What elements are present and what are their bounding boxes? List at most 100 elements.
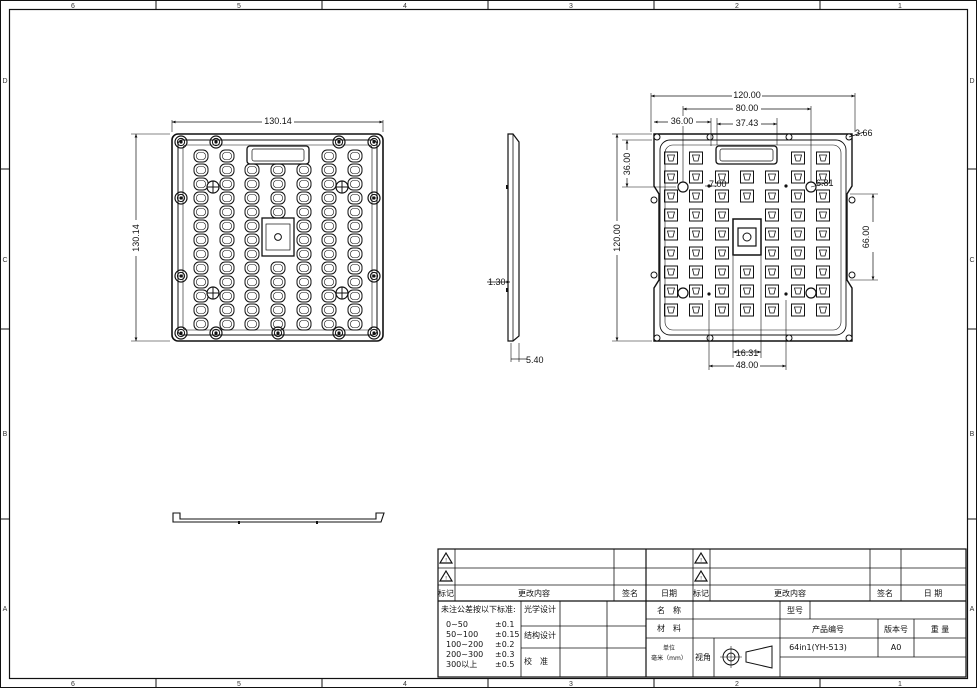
rear-lens <box>816 284 830 298</box>
warning-icon <box>439 570 453 583</box>
view-label: 视角 <box>695 652 711 662</box>
tolerance-range-3: 200~300 <box>446 650 483 659</box>
front-lens <box>244 205 260 219</box>
rear-lens <box>791 227 805 241</box>
front-lens <box>193 149 209 163</box>
structural-design-label: 结构设计 <box>524 630 556 640</box>
col-sign: 签名 <box>622 588 638 598</box>
front-lens <box>347 317 363 331</box>
tolerance-range-4: 300以上 <box>446 660 477 669</box>
front-lens <box>296 219 312 233</box>
zone-left-D: D <box>2 78 7 85</box>
front-lens <box>296 163 312 177</box>
front-lens <box>270 303 286 317</box>
col-change: 更改内容 <box>518 588 550 598</box>
front-lens <box>321 205 337 219</box>
rear-lens <box>816 208 830 222</box>
rear-lens <box>689 265 703 279</box>
rear-lens <box>791 170 805 184</box>
front-lens <box>219 247 235 261</box>
front-lens <box>347 303 363 317</box>
front-lens <box>244 303 260 317</box>
front-lens <box>347 177 363 191</box>
rear-lens <box>765 265 779 279</box>
rear-lens <box>689 303 703 317</box>
front-screw-hole-1 <box>206 180 220 194</box>
rear-lens <box>664 303 678 317</box>
rear-hole-b-dim: 6.81 <box>816 178 834 188</box>
rear-lens <box>715 265 729 279</box>
material-label: 材 料 <box>657 623 681 633</box>
rear-lens <box>791 284 805 298</box>
front-lens <box>219 219 235 233</box>
rear-lens <box>740 284 754 298</box>
front-lens <box>296 289 312 303</box>
front-lens <box>244 247 260 261</box>
front-lens <box>219 261 235 275</box>
tolerance-value-2: ±0.2 <box>495 640 514 649</box>
rear-center-width-dim: 37.43 <box>736 118 759 128</box>
front-lens <box>270 275 286 289</box>
front-lens <box>270 261 286 275</box>
front-lens <box>296 275 312 289</box>
rear-lens <box>816 265 830 279</box>
rear-lens <box>765 303 779 317</box>
zone-top-4: 4 <box>403 3 407 10</box>
rear-lens <box>664 170 678 184</box>
front-lens <box>244 317 260 331</box>
rear-lens <box>740 170 754 184</box>
front-lens <box>219 289 235 303</box>
front-lens <box>219 191 235 205</box>
product-code-label: 产品编号 <box>812 624 844 634</box>
unit-label: 单位 <box>663 644 675 652</box>
front-lens <box>270 205 286 219</box>
front-lens <box>193 317 209 331</box>
front-lens <box>321 163 337 177</box>
front-lens <box>321 219 337 233</box>
rear-hole-diameter-dim: 3.66 <box>855 128 873 138</box>
revision-warning-icons <box>439 552 708 583</box>
rear-overall-height-dim: 120.00 <box>612 224 622 252</box>
rear-lens <box>664 227 678 241</box>
front-lens <box>193 275 209 289</box>
front-lens <box>219 317 235 331</box>
front-lens <box>219 275 235 289</box>
front-screw-hole-2 <box>335 180 349 194</box>
rear-lens <box>664 284 678 298</box>
zone-labels: 6 5 4 3 2 1 6 5 4 3 2 1 D C B A D C B A <box>2 3 974 688</box>
projection-symbol-icon <box>720 645 773 669</box>
front-lens <box>296 247 312 261</box>
rear-lens <box>664 246 678 260</box>
rear-lens <box>816 189 830 203</box>
front-lens <box>219 233 235 247</box>
version-label: 版本号 <box>884 624 908 634</box>
bottom-view <box>172 512 385 524</box>
front-lens <box>296 261 312 275</box>
rear-left-vertical-dim: 36.00 <box>622 153 632 176</box>
front-lens <box>321 317 337 331</box>
tolerance-value-4: ±0.5 <box>495 660 514 669</box>
optical-design-label: 光学设计 <box>524 604 556 614</box>
warning-icon <box>439 552 453 565</box>
zone-bottom-5: 5 <box>237 681 241 688</box>
front-lens <box>244 219 260 233</box>
front-lens <box>321 191 337 205</box>
rear-lens <box>740 265 754 279</box>
rear-lens <box>715 246 729 260</box>
front-lens <box>296 177 312 191</box>
front-lens <box>270 177 286 191</box>
rear-lens <box>740 189 754 203</box>
rear-lens <box>689 284 703 298</box>
front-lens <box>347 149 363 163</box>
front-lens <box>244 163 260 177</box>
tolerance-value-1: ±0.15 <box>495 630 520 639</box>
tolerance-value-0: ±0.1 <box>495 620 514 629</box>
front-lens <box>193 205 209 219</box>
rear-lens <box>765 208 779 222</box>
col-sign-2: 签名 <box>877 588 893 598</box>
front-lens <box>244 177 260 191</box>
rear-lens <box>791 208 805 222</box>
weight-label: 重 量 <box>931 624 950 634</box>
zone-top-2: 2 <box>735 3 739 10</box>
rear-lens <box>664 151 678 165</box>
